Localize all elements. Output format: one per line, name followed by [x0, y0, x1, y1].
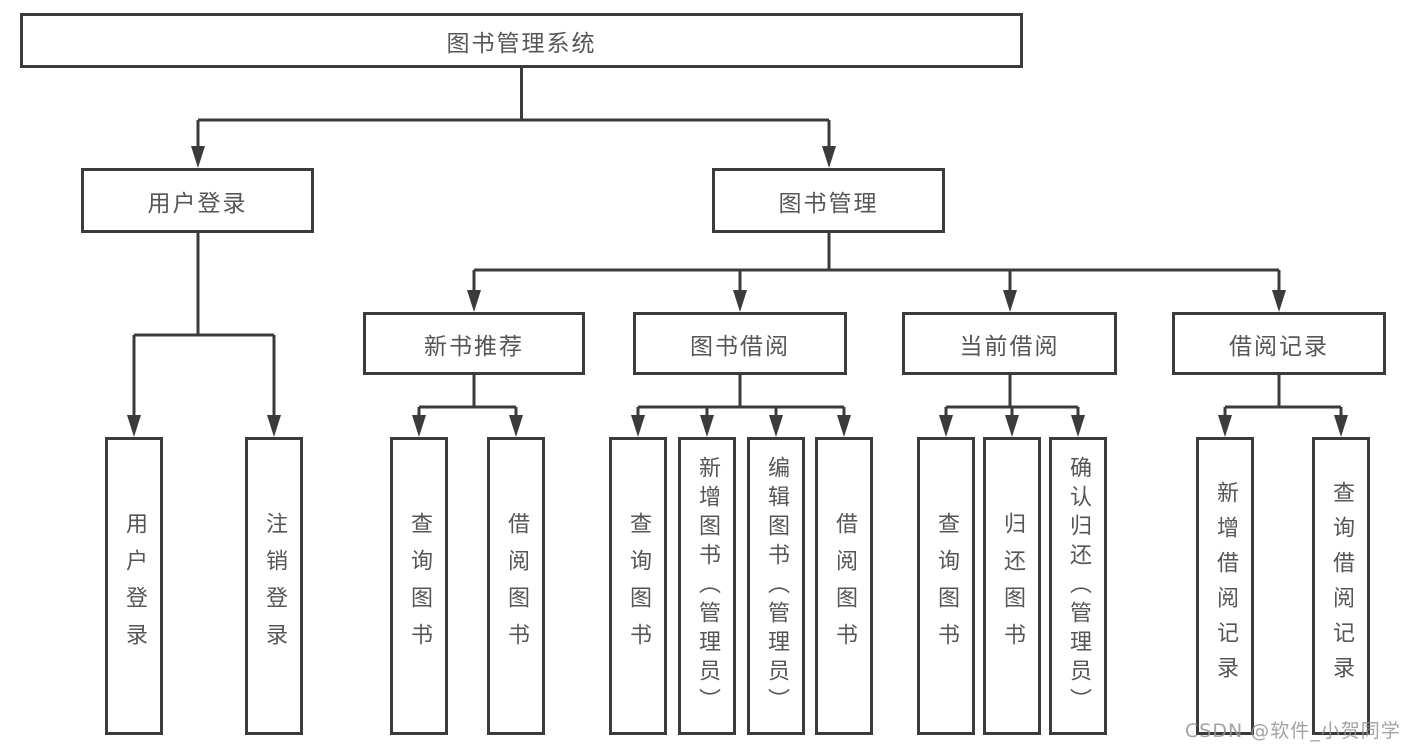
node-label: 确认归还（管理员）	[1066, 455, 1091, 717]
node-label: 编辑图书（管理员）	[764, 455, 789, 717]
leaf-borrow-books-borrow: 借阅图书	[815, 437, 873, 735]
node-book-borrow: 图书借阅	[633, 312, 847, 375]
node-borrow-records: 借阅记录	[1172, 312, 1386, 375]
leaf-query-books-current: 查询图书	[917, 437, 975, 735]
leaf-query-books-borrow: 查询图书	[609, 437, 667, 735]
node-label: 归还图书	[1000, 512, 1025, 660]
leaf-add-book-admin: 新增图书（管理员）	[678, 437, 736, 735]
leaf-query-books-recommend: 查询图书	[390, 437, 448, 735]
node-new-book-recommend: 新书推荐	[363, 312, 585, 375]
node-label: 图书借阅	[690, 333, 790, 360]
csdn-watermark: CSDN @软件_小贺同学	[1185, 720, 1401, 742]
node-label: 图书管理系统	[446, 30, 597, 57]
node-label: 查询图书	[934, 512, 959, 660]
node-label: 借阅记录	[1229, 333, 1329, 360]
node-label: 用户登录	[122, 512, 147, 660]
leaf-confirm-return-admin: 确认归还（管理员）	[1049, 437, 1107, 735]
leaf-borrow-books-recommend: 借阅图书	[487, 437, 545, 735]
leaf-return-book: 归还图书	[983, 437, 1041, 735]
node-label: 当前借阅	[959, 333, 1060, 360]
node-label: 注销登录	[262, 512, 287, 660]
node-label: 新增借阅记录	[1213, 481, 1238, 691]
leaf-user-login: 用户登录	[105, 437, 163, 735]
node-label: 查询图书	[626, 512, 651, 660]
node-label: 查询借阅记录	[1329, 481, 1354, 691]
node-user-login: 用户登录	[81, 168, 314, 233]
node-label: 图书管理	[778, 190, 879, 217]
node-book-management: 图书管理	[712, 168, 945, 233]
node-label: 查询图书	[407, 512, 432, 660]
node-label: 新书推荐	[424, 333, 524, 360]
leaf-query-borrow-record: 查询借阅记录	[1312, 437, 1370, 735]
leaf-logout: 注销登录	[245, 437, 303, 735]
node-label: 用户登录	[147, 190, 248, 217]
node-label: 新增图书（管理员）	[695, 455, 720, 717]
leaf-add-borrow-record: 新增借阅记录	[1196, 437, 1254, 735]
node-current-borrow: 当前借阅	[902, 312, 1117, 375]
node-label: 借阅图书	[504, 512, 529, 660]
node-root: 图书管理系统	[20, 13, 1023, 68]
node-label: 借阅图书	[832, 512, 857, 660]
leaf-edit-book-admin: 编辑图书（管理员）	[747, 437, 805, 735]
